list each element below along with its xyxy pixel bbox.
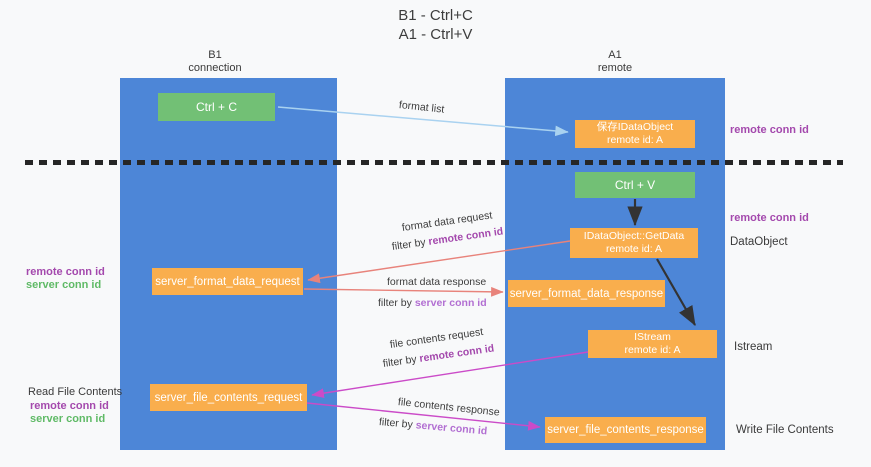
title-line-2: A1 - Ctrl+V [398, 26, 473, 43]
read-server-conn-id-label: server conn id [30, 413, 106, 425]
column-a1-name: A1 [608, 49, 622, 61]
remote-conn-id-text: remote conn id [418, 342, 495, 365]
ctrl-v-node: Ctrl + V [575, 172, 695, 198]
ctrl-c-node: Ctrl + C [158, 93, 275, 121]
read-remote-conn-id-label: remote conn id [30, 400, 109, 412]
format-list-label: format list [398, 99, 445, 116]
istream-side-label: Istream [734, 341, 773, 353]
save-dataobject-line2: remote id: A [606, 134, 664, 146]
format-response-label: server_format_data_response [509, 287, 664, 300]
diagram-title: B1 - Ctrl+C A1 - Ctrl+V [0, 6, 871, 44]
column-b1-name: B1 [208, 49, 222, 61]
getdata-node: IDataObject::GetData remote id: A [570, 228, 698, 258]
ctrl-v-label: Ctrl + V [614, 178, 656, 192]
column-header-a1: A1 remote [505, 49, 725, 75]
column-a1-role: remote [597, 62, 633, 74]
right-remote-conn-id-mid-label: remote conn id [730, 212, 809, 224]
server-conn-id-text: server conn id [414, 297, 487, 309]
save-dataobject-line1: 保存IDataObject [596, 121, 674, 133]
filter-by-text: filter by [378, 416, 414, 431]
format-data-response-label: format data response [387, 276, 487, 288]
dataobject-label: DataObject [730, 236, 788, 248]
istream-node: IStream remote id: A [588, 330, 717, 358]
write-file-contents-label: Write File Contents [736, 424, 834, 436]
file-request-label: server_file_contents_request [154, 391, 303, 404]
right-remote-conn-id-top-label: remote conn id [730, 124, 809, 136]
file-request-node: server_file_contents_request [150, 384, 307, 411]
save-dataobject-node: 保存IDataObject remote id: A [575, 120, 695, 148]
istream-line2: remote id: A [624, 344, 681, 356]
filter-by-text: filter by [391, 236, 427, 253]
file-response-label: server_file_contents_response [547, 424, 704, 436]
column-header-b1: B1 connection [120, 49, 310, 75]
filter-by-text: filter by [378, 297, 412, 309]
ctrl-c-label: Ctrl + C [195, 100, 237, 114]
getdata-line1: IDataObject::GetData [583, 230, 685, 242]
column-b1-role: connection [188, 62, 242, 74]
format-request-node: server_format_data_request [152, 268, 303, 295]
file-response-node: server_file_contents_response [545, 417, 706, 443]
format-response-node: server_format_data_response [508, 280, 665, 307]
read-file-contents-label: Read File Contents [28, 386, 123, 398]
getdata-line2: remote id: A [605, 243, 663, 255]
file-contents-response-label: file contents response [397, 396, 501, 419]
istream-line1: IStream [634, 331, 671, 343]
separator-dashed-line [25, 160, 843, 165]
title-line-1: B1 - Ctrl+C [398, 7, 473, 24]
filter-by-text: filter by [382, 353, 418, 370]
left-remote-conn-id-label: remote conn id [26, 266, 105, 278]
left-server-conn-id-label: server conn id [26, 279, 102, 291]
format-request-label: server_format_data_request [155, 275, 300, 288]
server-conn-id-text: server conn id [415, 419, 488, 438]
